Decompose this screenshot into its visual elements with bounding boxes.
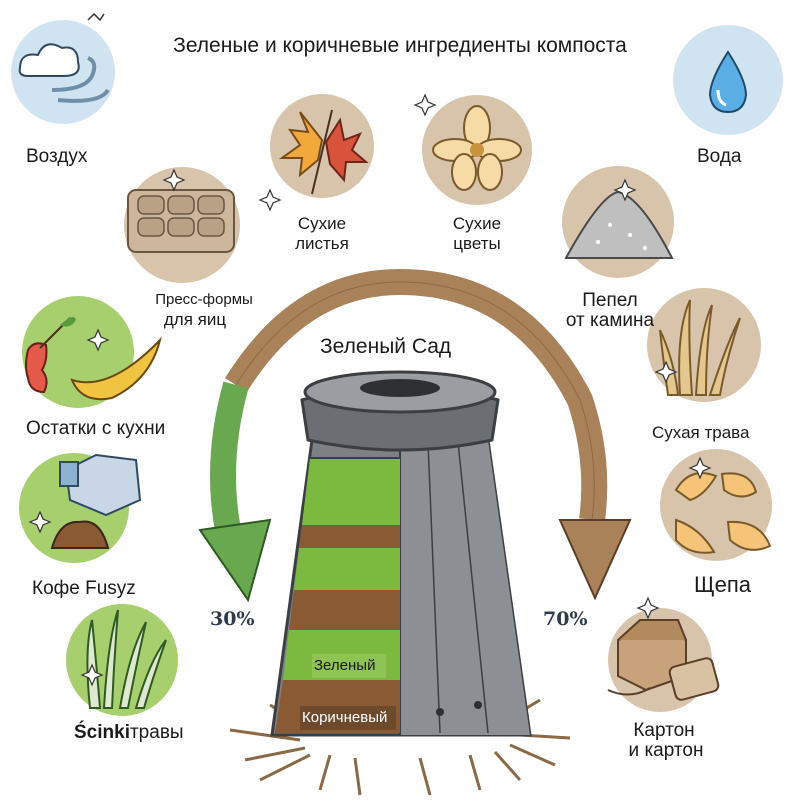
green-layer-label: Зеленый xyxy=(314,657,376,674)
center-label: Зеленый Сад xyxy=(320,335,452,358)
label-kitchen-scraps: Остатки с кухни xyxy=(26,418,166,439)
label-ash-2: от камина xyxy=(565,310,655,331)
label-coffee: Кофе Fusyz xyxy=(32,578,136,599)
green-arrow xyxy=(198,381,272,603)
label-dry-leaves-2: листья xyxy=(295,234,349,253)
compost-bin-icon xyxy=(270,370,532,737)
label-dry-leaves-1: Сухие xyxy=(297,214,347,233)
label-dry-flowers-2: цветы xyxy=(453,234,501,253)
green-percentage: 30% xyxy=(210,608,255,630)
water-drop-icon xyxy=(673,25,783,135)
sparkle-decorations xyxy=(28,93,712,687)
grass-icon xyxy=(66,604,178,716)
label-egg-cartons-2: для яиц xyxy=(163,310,227,329)
brown-percentage: 70% xyxy=(543,608,588,630)
brown-arrow xyxy=(224,268,632,601)
coffee-grounds-icon xyxy=(19,453,142,563)
label-grass-rest: травы xyxy=(129,722,184,743)
ash-pile-icon xyxy=(562,166,674,278)
apple-banana-icon xyxy=(22,296,162,408)
label-air: Воздух xyxy=(26,146,88,167)
label-grass-bold: Ścinki xyxy=(74,722,130,743)
brown-layer-label: Коричневый xyxy=(302,709,388,726)
label-cardboard-2: и картон xyxy=(628,740,704,761)
label-wood-chips: Щепа xyxy=(694,572,752,597)
dry-grass-icon xyxy=(647,288,761,402)
label-egg-cartons-1: Пресс-формы xyxy=(155,291,253,308)
diagram-title: Зеленые и коричневые ингредиенты компост… xyxy=(173,34,627,57)
cardboard-box-icon xyxy=(607,608,720,712)
label-grass: Ścinkiтравы xyxy=(74,722,184,744)
dry-flower-icon xyxy=(422,95,532,205)
maple-leaf-icon xyxy=(270,94,374,198)
label-cardboard-1: Картон xyxy=(633,720,695,741)
egg-carton-icon xyxy=(124,167,240,283)
wood-chips-icon xyxy=(660,449,772,561)
cloud-wind-icon xyxy=(11,12,115,124)
label-dry-grass: Сухая трава xyxy=(652,423,750,442)
label-ash-1: Пепел xyxy=(582,290,638,311)
label-dry-flowers-1: Сухие xyxy=(452,214,502,233)
label-water: Вода xyxy=(697,146,742,167)
